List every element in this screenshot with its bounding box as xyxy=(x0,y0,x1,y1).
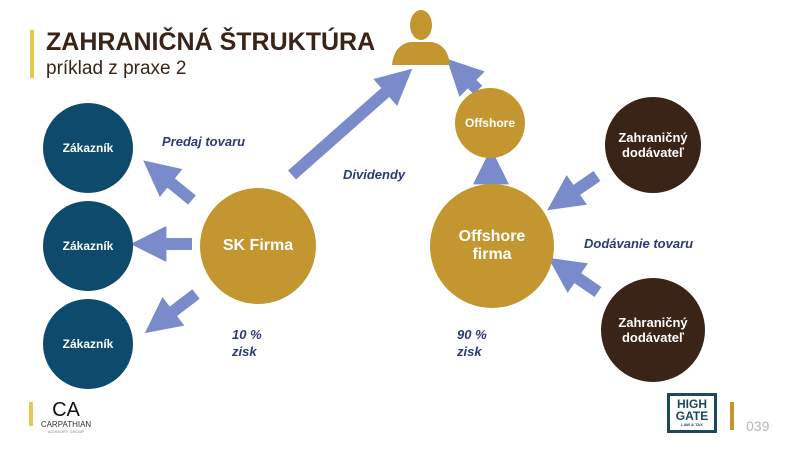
title-accent-bar xyxy=(30,30,34,78)
supplier-1: Zahraničný dodávateľ xyxy=(605,97,701,193)
footer-right-bar xyxy=(730,402,734,430)
page-subtitle: príklad z praxe 2 xyxy=(46,58,187,79)
offshore-label: Offshore xyxy=(464,116,515,130)
customer-1: Zákazník xyxy=(43,103,133,193)
offshore: Offshore xyxy=(455,88,525,158)
label-supply: Dodávanie tovaru xyxy=(584,236,694,251)
label-profit-offshore: 90 % zisk xyxy=(457,327,487,359)
arrow-dividends-sk xyxy=(288,68,413,180)
customer-label: Zákazník xyxy=(62,141,114,155)
arrow-supplier-2 xyxy=(548,257,602,297)
ca-monogram-icon: CA xyxy=(52,399,80,421)
arrow-to-customer-3 xyxy=(144,289,200,334)
label-sale: Predaj tovaru xyxy=(162,134,246,149)
sk-firm: SK Firma xyxy=(200,188,316,304)
carpathian-text: CARPATHIAN xyxy=(40,420,92,429)
supplier-label: Zahraničný dodávateľ xyxy=(618,130,688,160)
carpathian-logo: CA CARPATHIAN ADVISORY GROUP xyxy=(36,400,96,434)
footer-left-bar xyxy=(29,402,33,426)
carpathian-subtext: ADVISORY GROUP xyxy=(47,429,85,434)
label-dividends: Dividendy xyxy=(343,167,406,182)
supplier-2: Zahraničný dodávateľ xyxy=(601,278,705,382)
customer-label: Zákazník xyxy=(62,239,114,253)
customer-3: Zákazník xyxy=(43,299,133,389)
page-number: 039 xyxy=(746,418,770,434)
supplier-label: Zahraničný dodávateľ xyxy=(618,315,688,345)
label-profit-sk: 10 % zisk xyxy=(232,327,262,359)
highgate-logo: HIGH GATE LAW & TAX xyxy=(667,393,717,433)
highgate-subtext: LAW & TAX xyxy=(681,422,703,427)
sk-firm-label: SK Firma xyxy=(222,237,294,254)
arrow-dividends-offshore xyxy=(446,58,485,97)
offshore-firm-label: Offshore firma xyxy=(458,228,526,263)
arrow-to-customer-1 xyxy=(143,160,196,205)
customer-label: Zákazník xyxy=(62,337,114,351)
highgate-text: HIGH GATE xyxy=(675,397,709,423)
offshore-firm: Offshore firma xyxy=(430,184,554,308)
customer-2: Zákazník xyxy=(43,201,133,291)
person-icon xyxy=(392,10,450,65)
page-title: ZAHRANIČNÁ ŠTRUKTÚRA xyxy=(46,28,376,56)
arrow-supplier-1 xyxy=(547,171,601,211)
